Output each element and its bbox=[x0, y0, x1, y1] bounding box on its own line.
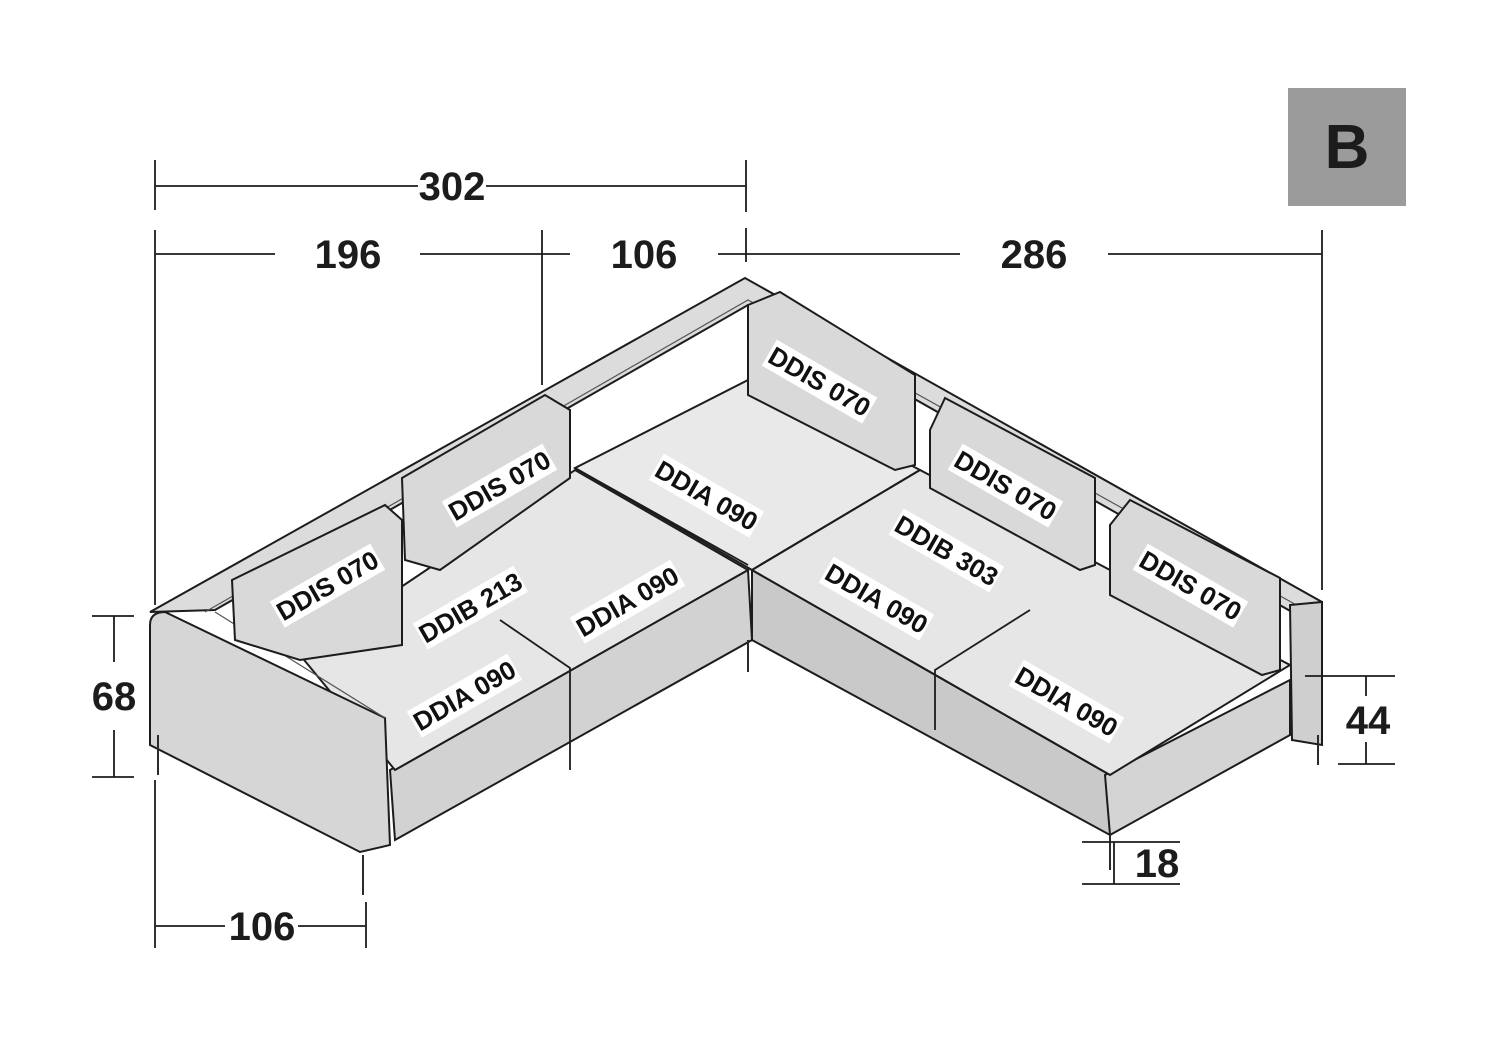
seat-divider-4 bbox=[934, 609, 1031, 730]
configuration-badge: B bbox=[1288, 88, 1406, 206]
dim-overall-left-width: 302 bbox=[419, 165, 486, 209]
right-armrest bbox=[1288, 600, 1323, 747]
badge-background bbox=[1288, 88, 1406, 206]
chaise-base bbox=[1103, 678, 1291, 837]
seat-divider-2 bbox=[574, 467, 749, 566]
dim-left-section: 196 bbox=[315, 233, 382, 277]
seat-divider-3 bbox=[759, 469, 921, 566]
seat-divider-1 bbox=[499, 619, 571, 770]
right-seat-front-edge bbox=[751, 569, 1111, 776]
dim-corner-section: 106 bbox=[611, 233, 678, 277]
sofa-illustration bbox=[149, 276, 1323, 895]
left-armrest bbox=[149, 610, 392, 854]
badge-letter: B bbox=[1325, 113, 1370, 182]
dim-total-height: 68 bbox=[92, 675, 137, 719]
dimension-lines bbox=[92, 160, 1395, 948]
dim-right-section: 286 bbox=[1001, 233, 1068, 277]
left-seat-front-edge bbox=[394, 569, 749, 771]
dim-leg-height: 18 bbox=[1135, 842, 1180, 886]
dim-depth: 106 bbox=[229, 905, 296, 949]
dim-seat-height: 44 bbox=[1346, 699, 1391, 743]
